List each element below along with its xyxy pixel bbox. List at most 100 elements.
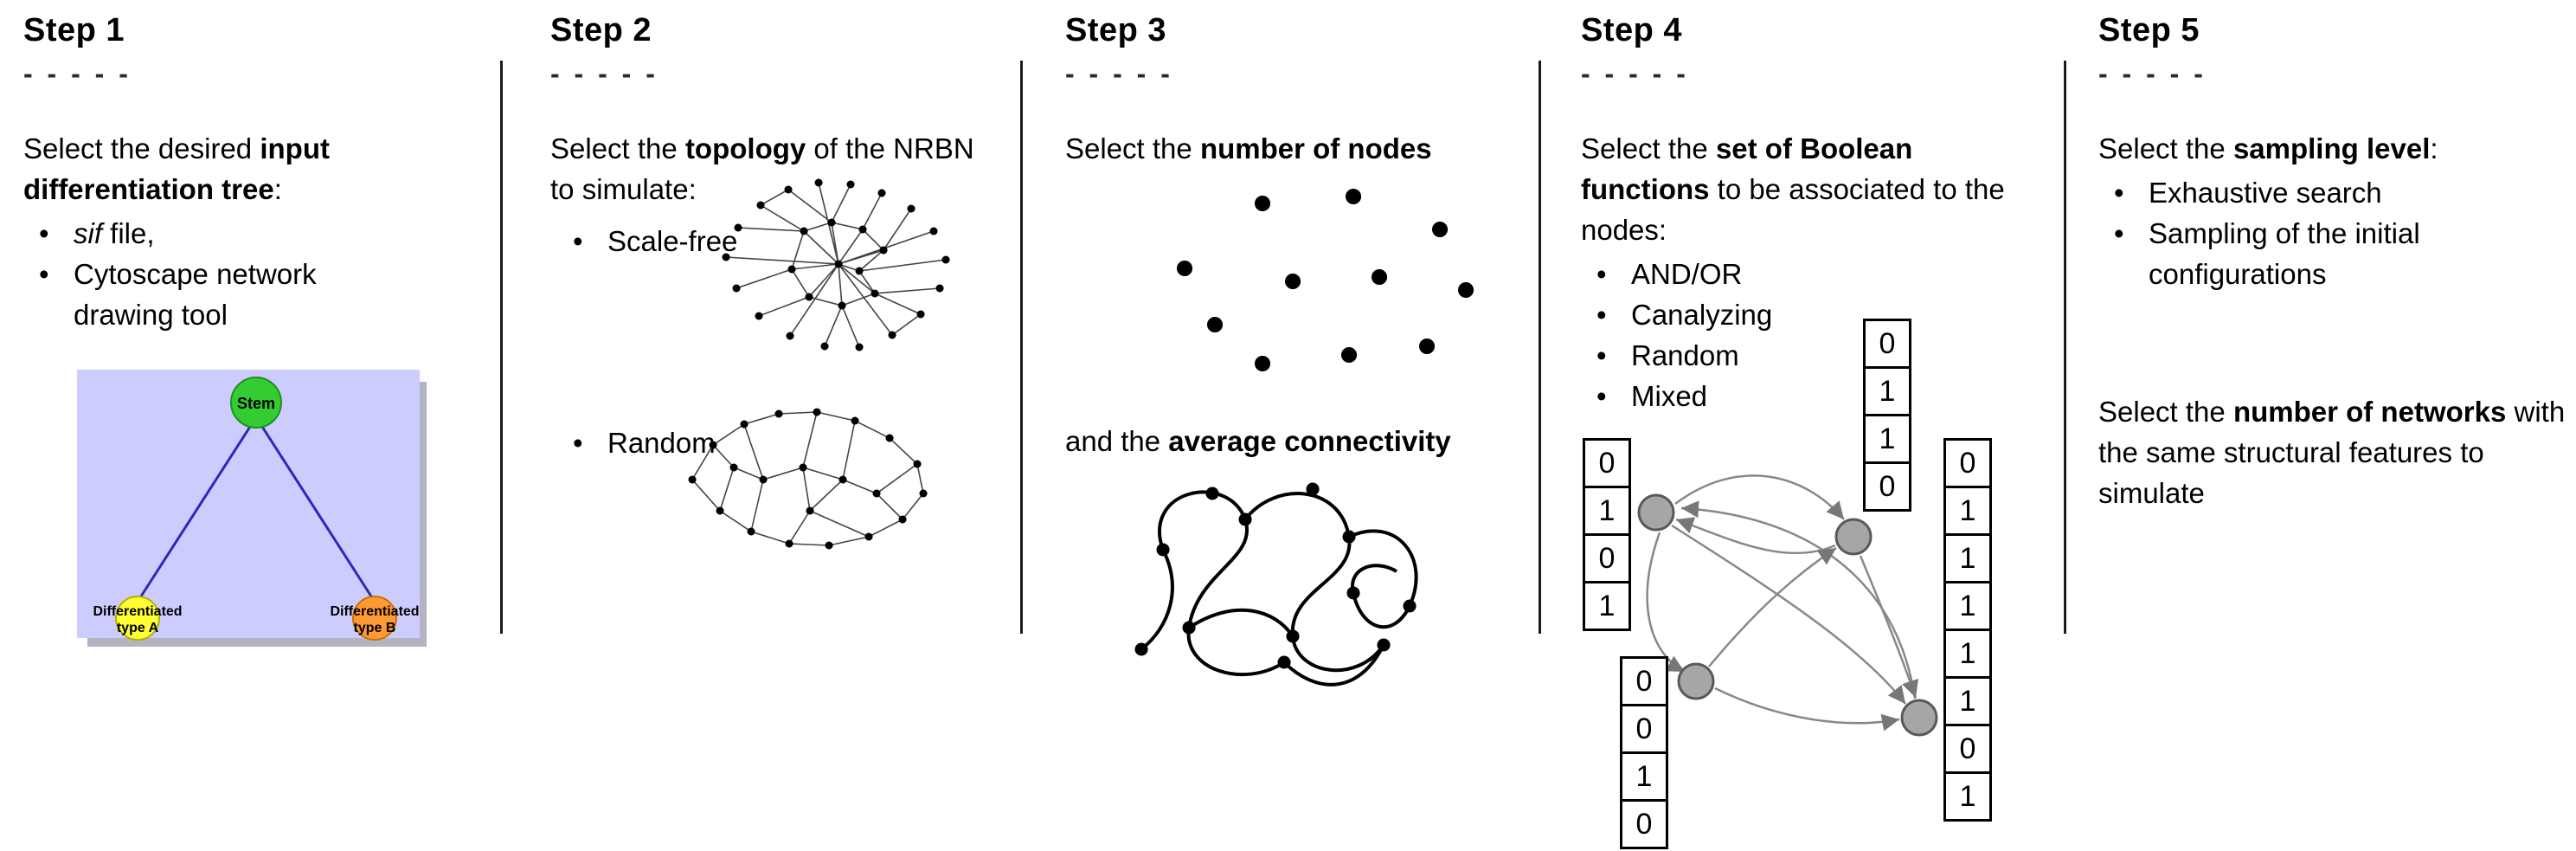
column-divider — [2064, 61, 2066, 634]
truth-table-cell: 1 — [1620, 751, 1668, 802]
truth-table-cell: 0 — [1583, 533, 1631, 583]
intro-text: : — [273, 173, 282, 205]
intro-bold-text: input differentiation tree — [23, 132, 330, 205]
intro-text: with the same structural features to sim… — [2098, 396, 2566, 509]
node-d — [1900, 699, 1938, 737]
stem-node — [230, 377, 282, 429]
type-a-node — [115, 596, 160, 641]
type-b-label-line2: type B — [354, 621, 396, 635]
network-edges — [1646, 474, 1919, 732]
step2-intro: Select the topology of the NRBN to simul… — [550, 128, 1000, 210]
scale-free-nodes — [722, 178, 950, 351]
tangle-curves — [1140, 490, 1418, 687]
dashed-separator: - - - - - — [1581, 58, 1689, 89]
intro-text: Select the desired — [23, 132, 260, 164]
intro-bold-text: set of Boolean functions — [1581, 132, 1913, 205]
step-title: Step 3 — [1065, 12, 1167, 48]
intro-text: Select the — [550, 132, 685, 164]
truth-table-cell: 0 — [1943, 724, 1992, 774]
truth-table-cell: 0 — [1620, 704, 1668, 754]
node-a — [1637, 493, 1675, 532]
dashed-separator: - - - - - — [1065, 58, 1173, 89]
random-network-image — [688, 408, 928, 550]
intro-text: of the NRBN to simulate: — [550, 132, 974, 205]
intro-text: Select the — [1581, 132, 1716, 164]
dashed-separator: - - - - - — [23, 58, 132, 89]
step5-intro: Select the sampling level: — [2098, 128, 2576, 169]
network-nodes — [1637, 493, 1938, 737]
step4-intro: Select the set of Boolean functions to b… — [1581, 128, 2031, 250]
truth-table-cell: 0 — [1583, 438, 1631, 488]
random-nodes — [688, 408, 928, 550]
scale-free-network-image — [722, 178, 950, 351]
random-edges — [691, 411, 924, 546]
bullet-text: Cytoscape network drawing tool — [74, 258, 317, 331]
type-a-label-line1: Differentiated — [93, 604, 182, 619]
sif-italic-text: sif — [74, 217, 102, 249]
intro-text: : — [2430, 132, 2438, 164]
differentiation-tree-image: Stem Differentiated type A Differentiate… — [77, 370, 427, 647]
scattered-nodes-image — [1177, 189, 1474, 371]
truth-table-cell: 1 — [1583, 486, 1631, 536]
truth-table-cell: 0 — [1620, 656, 1668, 706]
tree-edge-left — [136, 416, 258, 603]
column-divider — [1020, 61, 1023, 634]
step5-bullet-list: Exhaustive searchSampling of the initial… — [2098, 172, 2576, 294]
step-title: Step 1 — [23, 12, 125, 48]
truth-table-cell: 0 — [1943, 438, 1992, 488]
truth-table-cell: 1 — [1863, 414, 1911, 464]
bullet-item: Cytoscape network drawing tool — [23, 254, 417, 335]
bullet-scale-free: Scale-free — [557, 221, 737, 261]
step4-bullet-list: AND/ORCanalyzingRandomMixed — [1581, 254, 2062, 416]
connectivity-tangle-image — [1134, 482, 1418, 687]
step-title: Step 2 — [550, 12, 652, 48]
tangle-dots — [1134, 482, 1416, 669]
dashed-separator: - - - - - — [2098, 58, 2207, 89]
step-title: Step 4 — [1581, 12, 1683, 48]
bullet-item: Exhaustive search — [2098, 172, 2576, 213]
truth-table-cell: 1 — [1943, 629, 1992, 679]
stem-label: Stem — [237, 395, 275, 412]
bullet-item: Sampling of the initial configurations — [2098, 213, 2576, 294]
truth-table-cell: 0 — [1863, 319, 1911, 369]
column-divider — [1539, 61, 1541, 634]
truth-table-cell: 1 — [1943, 533, 1992, 583]
step-4-column: Step 4 - - - - - Select the set of Boole… — [1581, 0, 2062, 849]
type-b-node — [352, 596, 397, 641]
intro-bold-text: number of nodes — [1199, 132, 1432, 164]
node-dots — [1177, 189, 1474, 371]
column-divider — [500, 61, 503, 634]
step-2-column: Step 2 - - - - - Select the topology of … — [550, 0, 1022, 550]
intro-text: Select the — [2098, 396, 2233, 428]
step3-line2: and the average connectivity — [1065, 421, 1451, 461]
type-a-label-line2: type A — [117, 621, 159, 635]
step-5-column: Step 5 - - - - - Select the sampling lev… — [2098, 0, 2576, 513]
node-c — [1677, 662, 1715, 700]
step-1-column: Step 1 - - - - - Select the desired inpu… — [23, 0, 495, 653]
truth-table-cell: 1 — [1943, 486, 1992, 536]
dashed-separator: - - - - - — [550, 58, 658, 89]
truth-table-cell: 1 — [1863, 366, 1911, 416]
intro-text: Select the — [2098, 132, 2233, 164]
step1-bullet-list: sif file, Cytoscape network drawing tool — [23, 213, 495, 335]
intro-bold-text: average connectivity — [1168, 425, 1451, 457]
bullet-item: Mixed — [1581, 376, 2062, 416]
intro-text: and the — [1065, 425, 1169, 457]
bullet-item: AND/OR — [1581, 254, 2062, 294]
bullet-text: file, — [102, 217, 155, 249]
bullet-item: Canalyzing — [1581, 294, 2062, 335]
step-3-column: Step 3 - - - - - Select the number of no… — [1065, 0, 1537, 687]
intro-text: to be associated to the nodes: — [1581, 173, 2005, 246]
intro-bold-text: number of networks — [2232, 396, 2507, 428]
truth-table-cell: 0 — [1863, 461, 1911, 512]
bullet-item: Random — [1581, 335, 2062, 376]
truth-table-cell: 0 — [1620, 799, 1668, 849]
bullet-item: sif file, — [23, 213, 417, 254]
step3-line1: Select the number of nodes — [1065, 128, 1537, 169]
truth-table-cell: 1 — [1583, 581, 1631, 631]
